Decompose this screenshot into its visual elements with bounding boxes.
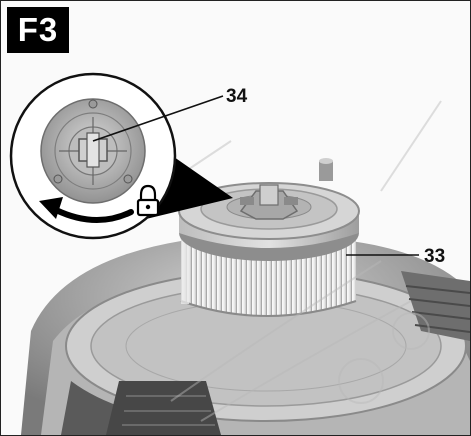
leader-line-34 <box>92 95 224 142</box>
callout-filter-lock: 34 <box>226 86 248 107</box>
rotate-arrow-icon <box>39 197 134 223</box>
inset-magnifier <box>9 72 177 240</box>
filter-lid <box>178 182 360 261</box>
lock-icon <box>136 184 160 217</box>
callout-filter: 33 <box>424 246 446 267</box>
watermark <box>140 100 442 422</box>
vacuum-housing <box>21 237 470 435</box>
figure-tag: F3 <box>7 7 69 53</box>
